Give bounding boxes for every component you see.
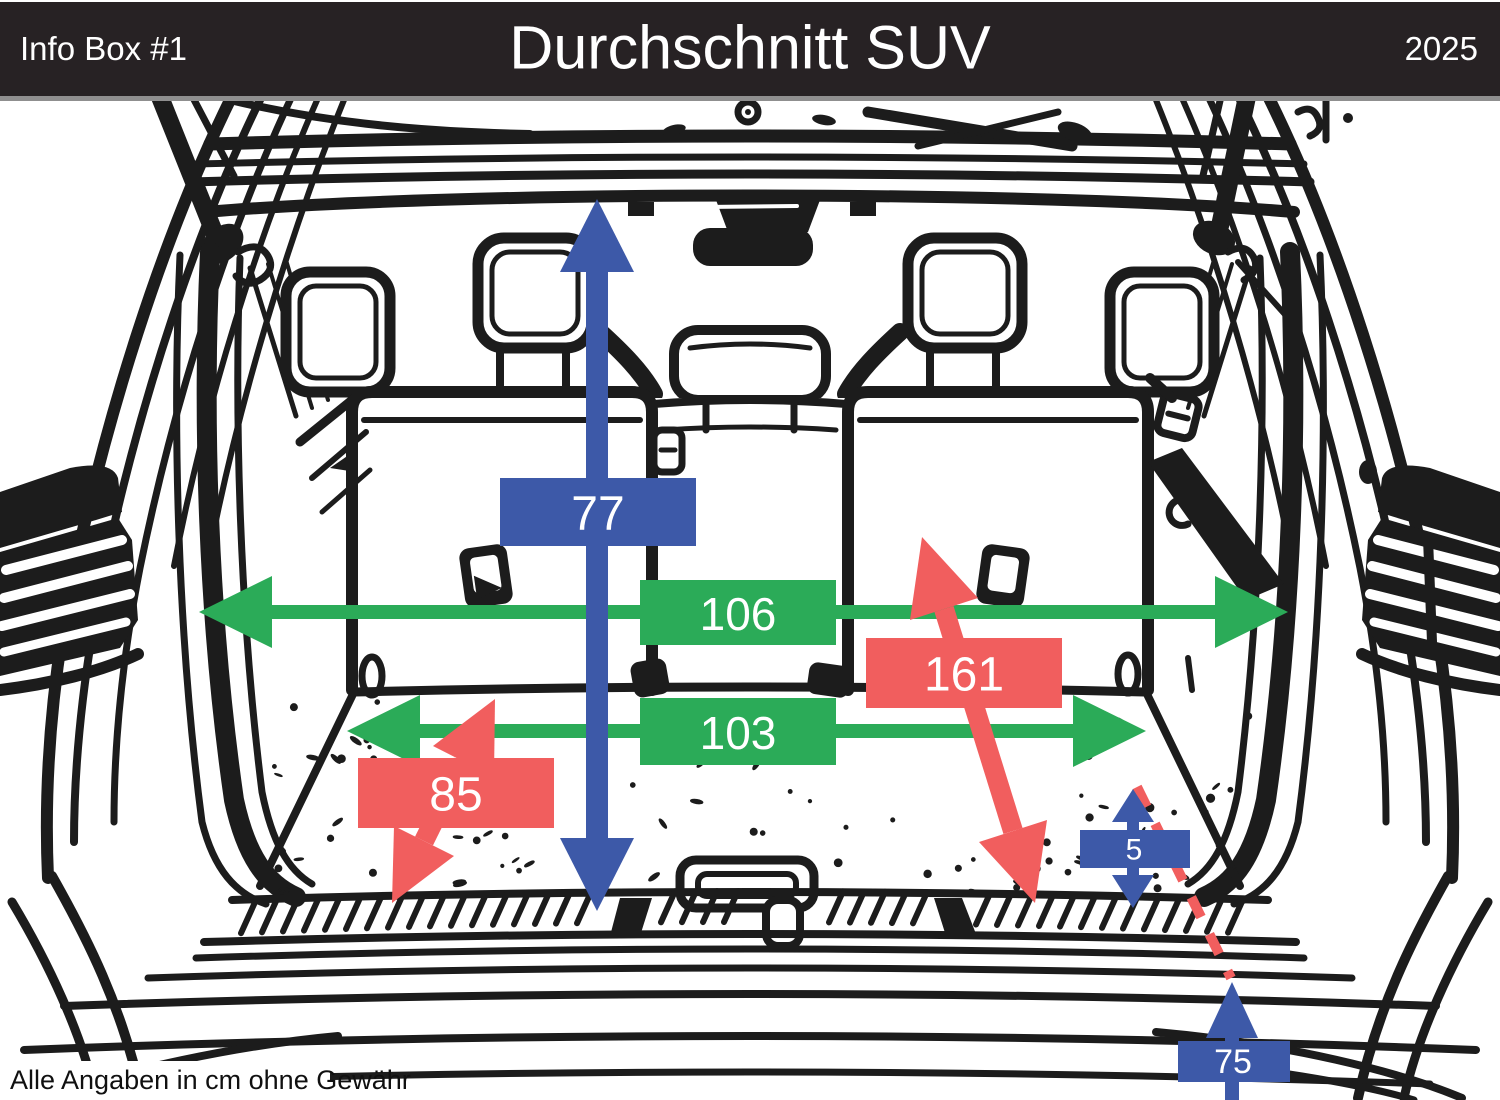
arrowhead-down-icon (1112, 875, 1154, 908)
header-year: 2025 (1404, 30, 1478, 67)
measurement-label-box (1178, 1041, 1290, 1082)
tailgate-roof (185, 96, 1353, 218)
taillight-left (0, 465, 144, 696)
measurement-label-box (1080, 830, 1190, 868)
arrowhead-left-icon (347, 695, 420, 767)
sidewall-details (295, 373, 1377, 699)
loading-sill (200, 888, 1300, 950)
header-left-label: Info Box #1 (20, 30, 187, 67)
measurement-width-floor: 103 (347, 695, 1146, 767)
sill-hatching (238, 888, 1245, 937)
disclaimer-note: Alle Angaben in cm ohne Gewähr (0, 1061, 411, 1100)
arrowhead-up-icon (1112, 789, 1154, 822)
measurement-floor-depth: 85 (358, 699, 554, 903)
measurement-value: 161 (924, 649, 1004, 702)
arrowhead-down-icon (979, 820, 1047, 903)
arrowhead-right-icon (1073, 695, 1146, 767)
measurement-sill-step: 5 (1080, 789, 1190, 908)
measurement-label-box (358, 758, 554, 828)
opening-frame (173, 242, 1327, 908)
rearview-mirror (693, 200, 820, 266)
measurement-value: 85 (429, 769, 482, 822)
measurement-sill-height: 75 (1178, 982, 1290, 1100)
arrowhead-up-icon (560, 199, 634, 272)
tailgate-latch-striker (762, 896, 804, 950)
middle-headrest (669, 325, 831, 405)
header-bar: Info Box #1 Durchschnitt SUV 2025 (0, 2, 1500, 101)
isofix-anchors (459, 544, 1030, 608)
arrowhead-up-icon (910, 537, 978, 620)
measurement-label-box (640, 580, 836, 645)
suv-trunk-illustration (0, 83, 1500, 1100)
measurement-label-box (640, 698, 836, 765)
measurement-value: 103 (700, 707, 777, 759)
arrowhead-up-icon (433, 699, 495, 777)
arrowhead-down-icon (560, 838, 634, 911)
taillight-right (1356, 465, 1500, 696)
measurement-value: 5 (1126, 834, 1143, 867)
wiper-arm (862, 106, 1078, 152)
measurement-label-box (866, 638, 1062, 708)
arrowhead-right-icon (1215, 576, 1288, 648)
sill-reference-dashed-line (1132, 784, 1236, 981)
measurement-value: 75 (1214, 1043, 1252, 1081)
measurement-diagonal: 161 (866, 537, 1062, 903)
page-title: Durchschnitt SUV (509, 13, 991, 82)
arrowhead-down-icon (392, 826, 454, 903)
measurement-value: 77 (571, 488, 624, 541)
arrowhead-left-icon (199, 576, 272, 648)
measurement-label-box (500, 478, 696, 546)
measurement-value: 106 (700, 588, 777, 640)
arrowhead-up-icon (1206, 982, 1258, 1038)
measurement-opening-height: 77 (500, 199, 696, 911)
measurement-width-top: 106 (199, 576, 1288, 648)
